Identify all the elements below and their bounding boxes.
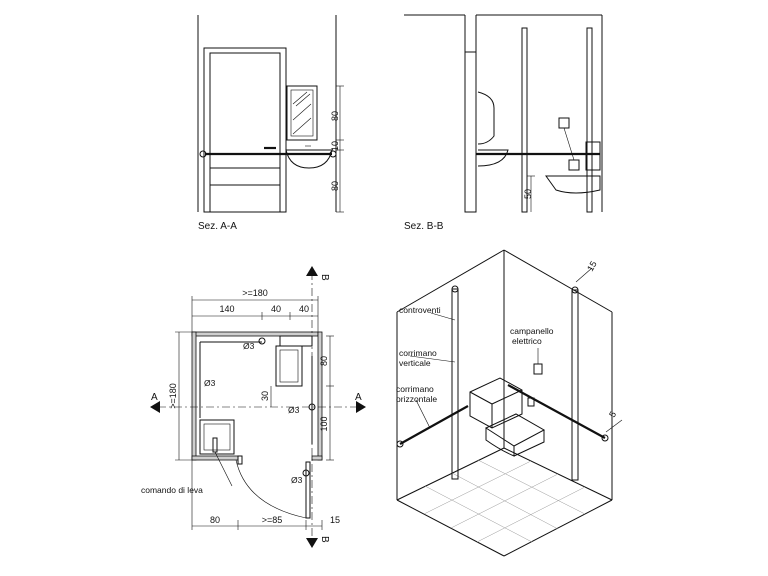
- dim-right-100: 100: [319, 416, 329, 431]
- dim-bb-50: 50: [523, 189, 533, 199]
- diam-label-2: Ø3: [204, 378, 216, 388]
- section-bb-drawing: 50 Sez. B-B: [404, 14, 603, 232]
- label-comando-di-leva: comando di leva: [141, 485, 203, 495]
- dim-top-40a: 40: [271, 304, 281, 314]
- dim-aa-mid: 10: [330, 141, 340, 151]
- dim-top-40b: 40: [299, 304, 309, 314]
- dim-aa-top: 80: [330, 111, 340, 121]
- dim-bottom-85: >=85: [262, 515, 283, 525]
- plan-drawing: >=180 140 40 40 comando: [141, 266, 366, 548]
- axo-dim-15: 15: [585, 259, 599, 273]
- axonometric-drawing: 15 5 controventi corrimano verticale cor…: [396, 249, 623, 557]
- diam-label-4: Ø3: [291, 475, 303, 485]
- dim-bottom-80: 80: [210, 515, 220, 525]
- label-corrimano-verticale-2: verticale: [399, 358, 431, 368]
- caption-section-aa: Sez. A-A: [198, 221, 237, 232]
- section-aa-drawing: 80 10 80 Sez. A-A: [197, 15, 344, 232]
- diam-label-1: Ø3: [243, 341, 255, 351]
- label-corrimano-verticale-1: corrimano: [399, 348, 437, 358]
- section-mark-a-right: A: [355, 392, 362, 403]
- label-campanello-1: campanello: [510, 326, 554, 336]
- dim-top-140: 140: [219, 304, 234, 314]
- label-controventi: controventi: [399, 305, 441, 315]
- dim-bottom-15: 15: [330, 515, 340, 525]
- dim-left-overall: >=180: [168, 383, 178, 409]
- section-mark-b-bottom: B: [319, 536, 330, 543]
- label-corrimano-orizzontale-2: orizzontale: [396, 394, 437, 404]
- dim-aa-bottom: 80: [330, 181, 340, 191]
- caption-section-bb: Sez. B-B: [404, 221, 444, 232]
- section-mark-a-left: A: [151, 392, 158, 403]
- dim-right-80: 80: [319, 356, 329, 366]
- dim-top-overall: >=180: [242, 288, 268, 298]
- label-corrimano-orizzontale-1: corrimano: [396, 384, 434, 394]
- dim-right-30: 30: [260, 391, 270, 401]
- axo-dim-5: 5: [607, 410, 618, 419]
- diam-label-3: Ø3: [288, 405, 300, 415]
- label-campanello-2: elettrico: [512, 336, 542, 346]
- section-mark-b-top: B: [319, 274, 330, 281]
